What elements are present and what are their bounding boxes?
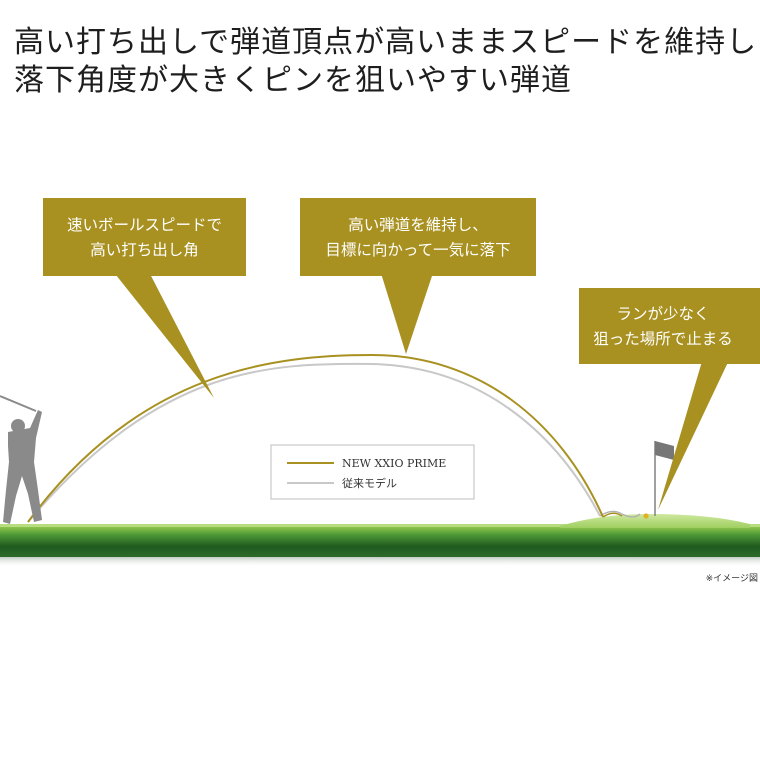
putting-green — [560, 514, 750, 528]
golfer-icon — [0, 395, 42, 524]
legend-label-old: 従来モデル — [342, 476, 397, 490]
callout-launch-line-1: 速いボールスピードで — [67, 216, 222, 234]
callout-landing-line-2: 狙った場所で止まる — [593, 330, 733, 348]
callout-apex-line-1: 高い弾道を維持し、 — [348, 216, 488, 234]
headline: 高い打ち出しで弾道頂点が高いままスピードを維持し 落下角度が大きくピンを狙いやす… — [14, 24, 758, 100]
callout-landing: ランが少なく 狙った場所で止まる — [579, 288, 760, 510]
callout-launch-line-2: 高い打ち出し角 — [90, 241, 199, 259]
callout-apex: 高い弾道を維持し、 目標に向かって一気に落下 — [300, 198, 536, 354]
headline-line-2: 落下角度が大きくピンを狙いやすい弾道 — [14, 63, 572, 98]
headline-line-1: 高い打ち出しで弾道頂点が高いままスピードを維持し — [14, 25, 758, 60]
trajectory-new-model — [27, 353, 604, 523]
callout-launch: 速いボールスピードで 高い打ち出し角 — [43, 198, 246, 398]
run-old-model — [599, 510, 641, 518]
image-note: ※イメージ図 — [705, 574, 758, 584]
legend: NEW XXIO PRIME 従来モデル — [270, 444, 475, 500]
ground — [0, 524, 760, 567]
callout-apex-line-2: 目標に向かって一気に落下 — [325, 241, 510, 259]
flag-icon — [654, 441, 674, 516]
golf-ball-icon — [643, 513, 649, 519]
trajectory-old-model — [27, 362, 601, 523]
legend-label-new: NEW XXIO PRIME — [342, 457, 446, 470]
callout-landing-line-1: ランが少なく — [616, 305, 709, 323]
run-new-model — [602, 512, 623, 518]
